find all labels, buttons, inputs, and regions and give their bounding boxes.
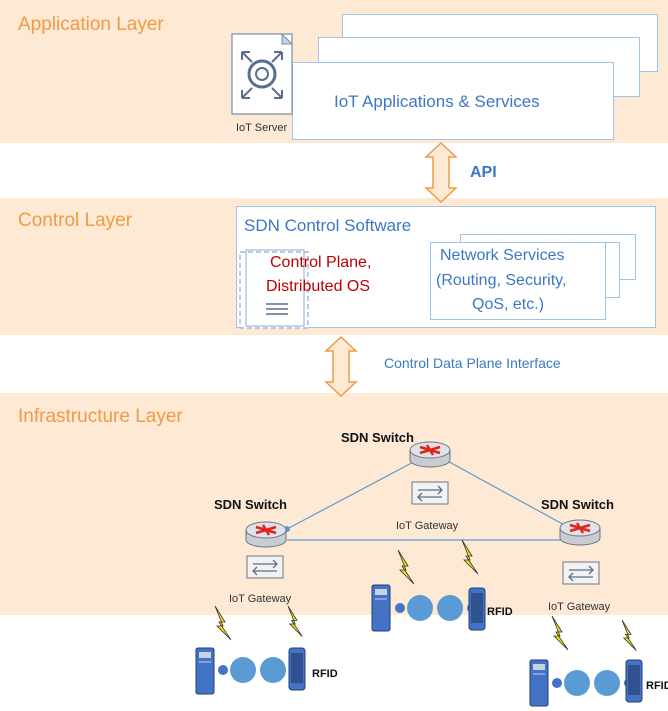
control-plane-line2: Distributed OS <box>266 278 371 295</box>
infrastructure-layer-title: Infrastructure Layer <box>18 406 183 427</box>
rfid-left-label: RFID <box>312 668 338 680</box>
services-line3: QoS, etc.) <box>472 296 545 313</box>
lightning-icon-center-right <box>461 539 479 575</box>
device-dots-right <box>552 670 634 696</box>
switch-icon-right <box>562 561 600 585</box>
control-plane-line1: Control Plane, <box>270 254 372 271</box>
device-dots-center <box>395 595 477 621</box>
lightning-icon-center-left <box>397 549 415 585</box>
lightning-icon-left-b <box>287 605 303 637</box>
iot-applications-label: IoT Applications & Services <box>334 92 540 111</box>
server-tower-icon-right <box>529 659 549 707</box>
switch-icon-left <box>246 555 284 579</box>
iot-server-label: IoT Server <box>236 122 288 134</box>
sdn-control-label: SDN Control Software <box>244 216 412 235</box>
services-line2: (Routing, Security, <box>436 272 567 289</box>
switch-left-label: SDN Switch <box>214 497 287 512</box>
gateway-right-label: IoT Gateway <box>548 601 611 613</box>
gateway-center-label: IoT Gateway <box>396 520 459 532</box>
switch-icon-center <box>411 481 449 505</box>
cdpi-label: Control Data Plane Interface <box>384 355 561 371</box>
lightning-icon-right-b <box>621 619 637 651</box>
control-layer-title: Control Layer <box>18 210 133 231</box>
server-tower-icon-center <box>371 584 391 632</box>
router-icon-top <box>409 441 451 468</box>
device-dots-left <box>218 657 300 683</box>
switch-right-label: SDN Switch <box>541 497 614 512</box>
gateway-left-label: IoT Gateway <box>229 593 292 605</box>
document-icon <box>238 248 310 330</box>
rfid-center-label: RFID <box>487 606 513 618</box>
application-layer-title: Application Layer <box>18 14 164 35</box>
router-icon-right <box>559 519 601 546</box>
router-icon-left <box>245 521 287 548</box>
iot-server-icon-box <box>230 30 298 116</box>
api-double-arrow-icon <box>424 141 458 204</box>
phone-icon-right <box>625 659 643 703</box>
lightning-icon-right-a <box>551 615 569 651</box>
server-tower-icon-left <box>195 647 215 695</box>
gear-arrows-icon <box>231 32 294 115</box>
services-card-front <box>430 242 606 320</box>
rfid-right-label: RFID <box>646 680 668 692</box>
api-label: API <box>470 164 497 181</box>
phone-icon-left <box>288 647 306 691</box>
cdpi-double-arrow-icon <box>324 335 358 398</box>
app-card-front <box>292 62 614 140</box>
lightning-icon-left-a <box>214 605 232 641</box>
services-line1: Network Services <box>440 247 565 264</box>
phone-icon-center <box>468 587 486 631</box>
switch-top-label: SDN Switch <box>341 430 414 445</box>
